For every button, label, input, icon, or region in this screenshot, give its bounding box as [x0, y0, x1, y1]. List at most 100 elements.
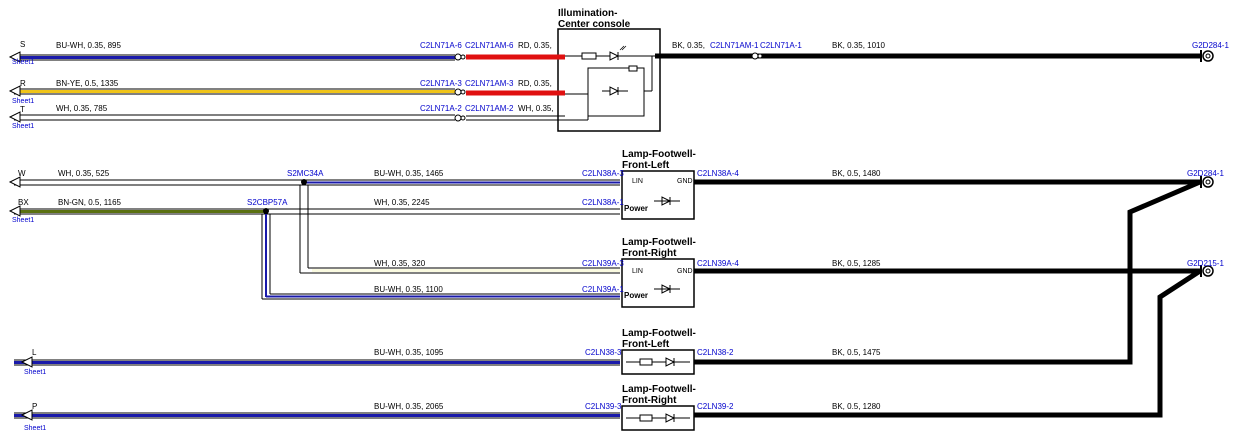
splice-label: S2MC34A — [287, 169, 324, 178]
sheet-link[interactable]: Sheet1 — [24, 369, 46, 376]
ground-return-lines — [694, 179, 1202, 418]
ground-label: G2D284-1 — [1192, 41, 1229, 50]
led-icon — [609, 51, 620, 61]
component-box — [621, 349, 695, 375]
wire-label: BN-GN, 0.5, 1165 — [58, 198, 122, 207]
arrow-t[interactable] — [8, 111, 21, 123]
footwell-right-a: Lamp-Footwell- Front-Right LIN GND Power — [621, 237, 696, 308]
connector-label: C2LN71AM-6 — [465, 41, 514, 50]
wire-row-r: R Sheet1 BN-YE, 0.5, 1335 C2LN71A-3 C2LN… — [8, 79, 565, 105]
wire-label: BK, 0.5, 1480 — [832, 169, 881, 178]
arrow-s[interactable] — [8, 51, 21, 63]
port-p: P — [32, 402, 37, 411]
wire-label: RD, 0.35, — [518, 41, 552, 50]
resistor-icon — [628, 65, 638, 72]
component-title: Lamp-Footwell- — [622, 328, 696, 339]
component-box — [621, 405, 695, 431]
port-r: R — [20, 79, 26, 88]
splice-point[interactable] — [263, 208, 269, 214]
pin-gnd: GND — [677, 268, 693, 275]
splice-label: S2CBP57A — [247, 198, 288, 207]
component-title: Lamp-Footwell- — [622, 237, 696, 248]
led-icon — [665, 357, 676, 367]
sheet-link[interactable]: Sheet1 — [12, 217, 34, 224]
connector-label: C2LN71AM-1 — [710, 41, 759, 50]
footwell-right-b: Lamp-Footwell- Front-Right — [621, 384, 696, 431]
component-title: Front-Left — [622, 339, 670, 350]
resistor-icon — [639, 358, 653, 366]
console-inner-box — [587, 67, 645, 117]
wire-label: BK, 0.5, 1280 — [832, 402, 881, 411]
arrow-l[interactable] — [20, 356, 33, 368]
wire-row-w: W WH, 0.35, 525 BU-WH, 0.35, 1465 C2LN38… — [8, 169, 624, 188]
splice-point[interactable] — [301, 179, 307, 185]
connector-label: C2LN71A-2 — [420, 104, 462, 113]
arrow-r[interactable] — [8, 85, 21, 97]
console-ground-wire: BK, 0.35, C2LN71AM-1 C2LN71A-1 BK, 0.35,… — [655, 41, 1229, 62]
console-component: Illumination- Center console — [557, 8, 661, 132]
fl-a-ground-wire: C2LN38A-4 BK, 0.5, 1480 G2D284-1 — [694, 169, 1224, 188]
connector-label: C2LN71A-3 — [420, 79, 462, 88]
wire-label: WH, 0.35, 785 — [56, 104, 108, 113]
connector-label: C2LN39-3 — [585, 402, 622, 411]
wire-row-l: L Sheet1 BU-WH, 0.35, 1095 C2LN38-3 C2LN… — [14, 348, 881, 376]
wire-label: WH, 0.35, 525 — [58, 169, 110, 178]
connector-pin — [454, 88, 462, 96]
wire-label: BK, 0.5, 1285 — [832, 259, 881, 268]
footwell-left-b: Lamp-Footwell- Front-Left — [621, 328, 696, 375]
led-icon — [665, 413, 676, 423]
wire-label: BU-WH, 0.35, 1095 — [374, 348, 444, 357]
footwell-left-a: Lamp-Footwell- Front-Left LIN GND Power — [621, 149, 696, 220]
ground-label: G2D284-1 — [1187, 169, 1224, 178]
wire-label: RD, 0.35, — [518, 79, 552, 88]
connector-pin — [454, 53, 462, 61]
arrow-bx[interactable] — [8, 205, 21, 217]
wire-row-bx: BX Sheet1 BN-GN, 0.5, 1165 WH, 0.35, 224… — [8, 198, 624, 224]
console-box — [557, 28, 661, 132]
wire-label: BU-WH, 0.35, 895 — [56, 41, 121, 50]
arrow-w[interactable] — [8, 176, 21, 188]
port-w: W — [18, 169, 26, 178]
connector-label: C2LN39A-4 — [697, 259, 739, 268]
wire-label: WH, 0.35, 2245 — [374, 198, 430, 207]
component-title: Front-Right — [622, 395, 677, 406]
console-title-1: Illumination- — [558, 8, 617, 19]
connector-label: C2LN39A-1 — [582, 285, 624, 294]
wire-row-s: S Sheet1 BU-WH, 0.35, 895 C2LN71A-6 C2LN… — [8, 40, 565, 66]
pin-lin: LIN — [632, 268, 643, 275]
port-bx: BX — [18, 198, 29, 207]
connector-label: C2LN71A-6 — [420, 41, 462, 50]
wire-label: WH, 0.35, — [518, 104, 554, 113]
pin-power: Power — [624, 291, 648, 300]
pin-power: Power — [624, 204, 648, 213]
splice-risers: WH, 0.35, 320 C2LN39A-3 BU-WH, 0.35, 110… — [261, 185, 624, 300]
console-title-2: Center console — [558, 19, 631, 30]
resistor-icon — [581, 52, 597, 60]
led-icon — [609, 86, 620, 96]
connector-label: C2LN39-2 — [697, 402, 734, 411]
connector-label: C2LN71AM-2 — [465, 104, 514, 113]
connector-label: C2LN38A-4 — [697, 169, 739, 178]
port-t: T — [20, 105, 25, 114]
connector-label: C2LN71A-1 — [760, 41, 802, 50]
connector-label: C2LN38-2 — [697, 348, 734, 357]
port-l: L — [32, 348, 37, 357]
resistor-icon — [639, 414, 653, 422]
wire-label: BK, 0.35, 1010 — [832, 41, 885, 50]
wire-label: BU-WH, 0.35, 1465 — [374, 169, 444, 178]
fr-a-ground-wire: C2LN39A-4 BK, 0.5, 1285 G2D215-1 — [694, 259, 1224, 277]
wire-label: BU-WH, 0.35, 2065 — [374, 402, 444, 411]
wire-label: BN-YE, 0.5, 1335 — [56, 79, 119, 88]
component-title: Lamp-Footwell- — [622, 384, 696, 395]
connector-label: C2LN71AM-3 — [465, 79, 514, 88]
wire-label: BU-WH, 0.35, 1100 — [374, 285, 443, 294]
sheet-link[interactable]: Sheet1 — [24, 425, 46, 432]
connector-label: C2LN38A-1 — [582, 198, 624, 207]
sheet-link[interactable]: Sheet1 — [12, 59, 34, 66]
port-s: S — [20, 40, 25, 49]
component-title: Front-Right — [622, 248, 677, 259]
sheet-link[interactable]: Sheet1 — [12, 98, 34, 105]
wire-label: BK, 0.5, 1475 — [832, 348, 881, 357]
sheet-link[interactable]: Sheet1 — [12, 123, 34, 130]
arrow-p[interactable] — [20, 409, 33, 421]
